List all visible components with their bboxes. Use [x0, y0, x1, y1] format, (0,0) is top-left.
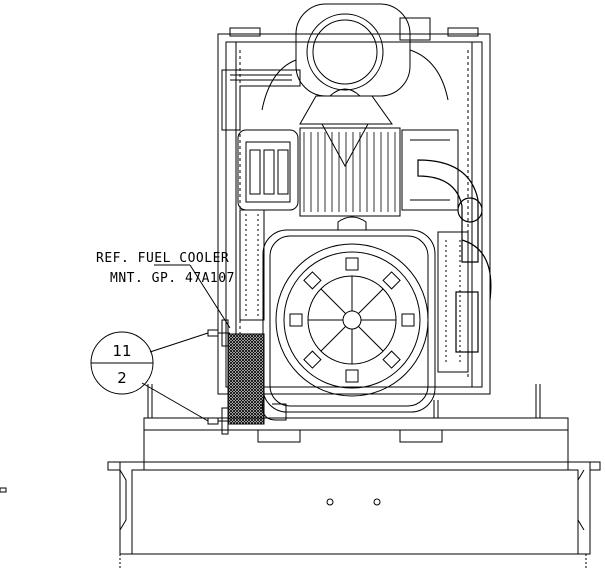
reference-callout: REF. FUEL COOLER MNT. GP. 47A107	[96, 251, 235, 329]
mount-hole-left	[326, 498, 334, 506]
left-intake-hose	[221, 69, 301, 131]
exhaust-pipe	[417, 159, 492, 353]
air-intake-housing	[261, 3, 449, 111]
ref-note-line-2: MNT. GP. 47A107	[110, 271, 235, 286]
balloon-leader-upper	[149, 332, 209, 353]
ref-note-line-1: REF. FUEL COOLER	[96, 251, 229, 266]
balloon-leader-lower	[141, 382, 209, 422]
cooling-fan	[275, 243, 429, 397]
balloon-quantity: 2	[117, 369, 127, 387]
skid-base	[143, 384, 569, 471]
skid-rail	[0, 461, 601, 570]
mount-hole-right	[373, 498, 381, 506]
engine-side-details	[239, 209, 469, 373]
fuel-cooler	[207, 319, 287, 435]
upper-mounting-bolt	[207, 319, 230, 347]
item-balloon: 11 2	[90, 331, 209, 422]
balloon-item-number: 11	[112, 342, 131, 360]
engine-block	[237, 88, 459, 217]
